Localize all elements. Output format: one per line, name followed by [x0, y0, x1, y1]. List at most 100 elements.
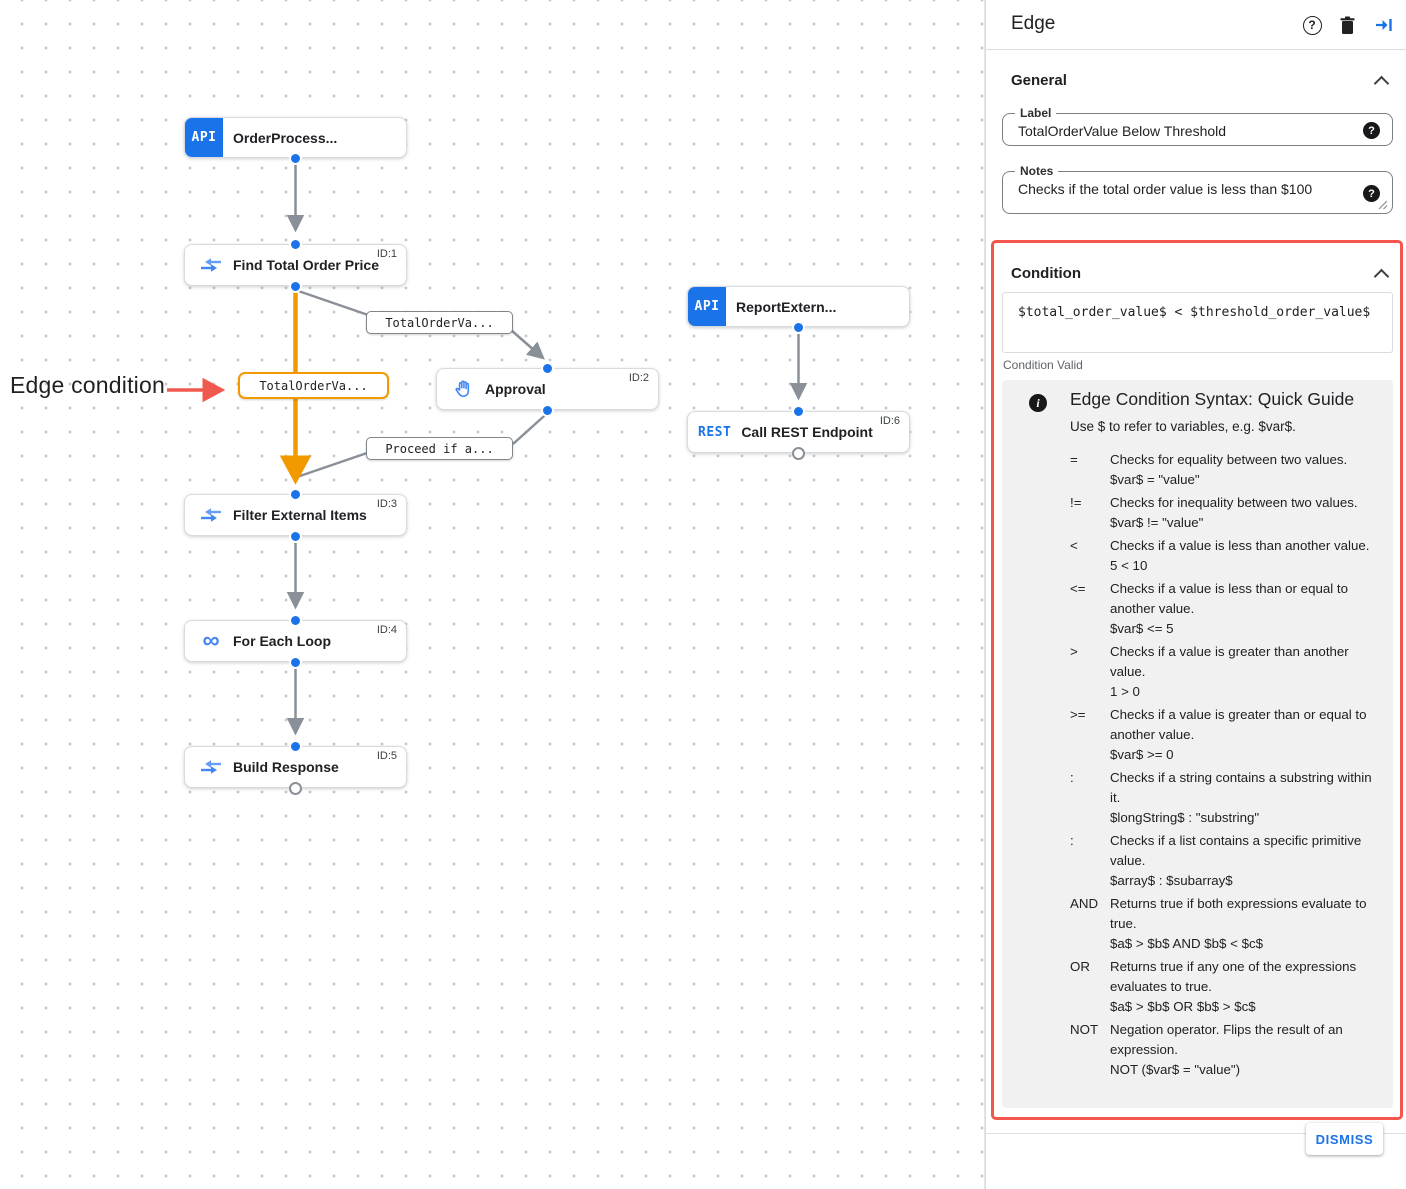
node-id-badge: ID:1: [376, 248, 397, 260]
guide-operator: >: [1070, 644, 1078, 659]
guide-row: < Checks if a value is less than another…: [1002, 536, 1393, 576]
node-for-each-loop[interactable]: ∞ For Each Loop ID:4: [184, 620, 407, 662]
condition-syntax-guide: i Edge Condition Syntax: Quick Guide Use…: [1002, 380, 1393, 1108]
edge-label-from-approval[interactable]: Proceed if a...: [366, 437, 513, 460]
guide-example: $a$ > $b$ AND $b$ < $c$: [1110, 936, 1264, 951]
guide-example: $var$ = "value": [1110, 472, 1200, 487]
guide-desc: Checks for inequality between two values…: [1110, 495, 1358, 510]
guide-operator: <=: [1070, 581, 1086, 596]
collapse-general-chevron-icon[interactable]: [1373, 75, 1390, 92]
guide-desc: Checks if a string contains a substring …: [1110, 770, 1372, 805]
general-section-heading: General: [1011, 72, 1067, 89]
guide-desc: Checks if a value is greater than anothe…: [1110, 644, 1349, 679]
guide-desc: Returns true if both expressions evaluat…: [1110, 896, 1367, 931]
node-title: OrderProcess...: [233, 129, 338, 146]
help-button[interactable]: ?: [1299, 12, 1325, 38]
collapse-panel-button[interactable]: [1371, 12, 1397, 38]
node-id-badge: ID:6: [879, 415, 900, 427]
guide-desc: Checks if a value is greater than or equ…: [1110, 707, 1367, 742]
edge-config-panel: Edge ? General L: [985, 0, 1406, 1189]
api-trigger-icon: API: [185, 118, 223, 157]
edge-condition-annotation: Edge condition: [10, 372, 165, 398]
trash-icon: [1340, 16, 1354, 34]
edge-label-condition-selected[interactable]: TotalOrderVa...: [238, 372, 389, 399]
guide-row: <= Checks if a value is less than or equ…: [1002, 579, 1393, 639]
notes-field-value[interactable]: Checks if the total order value is less …: [1018, 181, 1313, 197]
help-icon: ?: [1302, 15, 1322, 35]
guide-subtitle: Use $ to refer to variables, e.g. $var$.: [1070, 419, 1296, 434]
node-title: Filter External Items: [233, 507, 367, 523]
node-approval[interactable]: Approval ID:2: [436, 368, 659, 410]
node-call-rest-endpoint[interactable]: REST Call REST Endpoint ID:6: [687, 411, 910, 453]
condition-input[interactable]: $total_order_value$ < $threshold_order_v…: [1002, 292, 1393, 353]
node-id-badge: ID:3: [376, 498, 397, 510]
guide-row: OR Returns true if any one of the expres…: [1002, 957, 1393, 1017]
data-mapping-icon: [199, 755, 223, 779]
guide-example: 1 > 0: [1110, 684, 1140, 699]
node-title: Approval: [485, 381, 546, 397]
guide-example: $var$ <= 5: [1110, 621, 1174, 636]
node-find-total-order-price[interactable]: Find Total Order Price ID:1: [184, 244, 407, 286]
rest-task-icon: REST: [698, 424, 732, 440]
connector-port[interactable]: [541, 403, 554, 417]
connector-port[interactable]: [289, 655, 302, 669]
guide-row: != Checks for inequality between two val…: [1002, 493, 1393, 533]
guide-desc: Checks if a list contains a specific pri…: [1110, 833, 1362, 868]
connector-port[interactable]: [289, 237, 302, 251]
guide-desc: Negation operator. Flips the result of a…: [1110, 1022, 1343, 1057]
guide-rows: = Checks for equality between two values…: [1002, 450, 1393, 1083]
guide-operator: AND: [1070, 896, 1099, 911]
connector-port-open[interactable]: [792, 446, 805, 460]
guide-operator: !=: [1070, 495, 1082, 510]
node-build-response[interactable]: Build Response ID:5: [184, 746, 407, 788]
guide-operator: :: [1070, 833, 1074, 848]
notes-field[interactable]: Notes Checks if the total order value is…: [1002, 164, 1393, 214]
condition-expression[interactable]: $total_order_value$ < $threshold_order_v…: [1018, 305, 1371, 320]
notes-field-label: Notes: [1015, 164, 1059, 178]
guide-operator: OR: [1070, 959, 1090, 974]
connector-port[interactable]: [289, 739, 302, 753]
hand-approval-icon: [451, 377, 475, 401]
label-help-badge-icon[interactable]: ?: [1363, 122, 1380, 139]
label-field[interactable]: Label TotalOrderValue Below Threshold ?: [1002, 106, 1393, 146]
label-field-label: Label: [1015, 106, 1057, 120]
guide-row: = Checks for equality between two values…: [1002, 450, 1393, 490]
connector-port[interactable]: [289, 613, 302, 627]
guide-desc: Returns true if any one of the expressio…: [1110, 959, 1357, 994]
node-id-badge: ID:2: [628, 372, 649, 384]
guide-row: : Checks if a list contains a specific p…: [1002, 831, 1393, 891]
node-title: For Each Loop: [233, 633, 331, 649]
dismiss-button[interactable]: DISMISS: [1306, 1123, 1383, 1155]
node-title: Build Response: [233, 759, 339, 775]
panel-title: Edge: [1011, 13, 1056, 34]
notes-help-badge-icon[interactable]: ?: [1363, 185, 1380, 202]
connector-port[interactable]: [289, 151, 302, 165]
label-field-value[interactable]: TotalOrderValue Below Threshold: [1018, 123, 1227, 139]
delete-edge-button[interactable]: [1334, 12, 1360, 38]
connector-port[interactable]: [289, 487, 302, 501]
footer-divider: [986, 1133, 1406, 1134]
node-title: Find Total Order Price: [233, 257, 379, 273]
connector-port-open[interactable]: [289, 781, 302, 795]
guide-operator: =: [1070, 452, 1078, 467]
guide-row: > Checks if a value is greater than anot…: [1002, 642, 1393, 702]
guide-operator: :: [1070, 770, 1074, 785]
guide-title: Edge Condition Syntax: Quick Guide: [1070, 389, 1355, 409]
loop-icon: ∞: [202, 627, 220, 654]
guide-operator: <: [1070, 538, 1078, 553]
connector-port[interactable]: [792, 404, 805, 418]
node-id-badge: ID:5: [376, 750, 397, 762]
resize-handle-icon[interactable]: [1378, 200, 1388, 210]
node-title: Call REST Endpoint: [741, 424, 873, 440]
node-order-process-api-trigger[interactable]: API OrderProcess...: [184, 117, 407, 158]
connector-port[interactable]: [541, 361, 554, 375]
edge-label-to-approval[interactable]: TotalOrderVa...: [366, 311, 513, 334]
info-icon: i: [1029, 394, 1047, 412]
connector-port[interactable]: [289, 529, 302, 543]
data-mapping-icon: [199, 253, 223, 277]
connector-port[interactable]: [289, 279, 302, 293]
node-report-extern-api-trigger[interactable]: API ReportExtern...: [687, 286, 910, 327]
api-trigger-icon: API: [688, 287, 726, 326]
workflow-canvas[interactable]: Edge condition API OrderProcess... Find …: [0, 0, 985, 1189]
connector-port[interactable]: [792, 320, 805, 334]
